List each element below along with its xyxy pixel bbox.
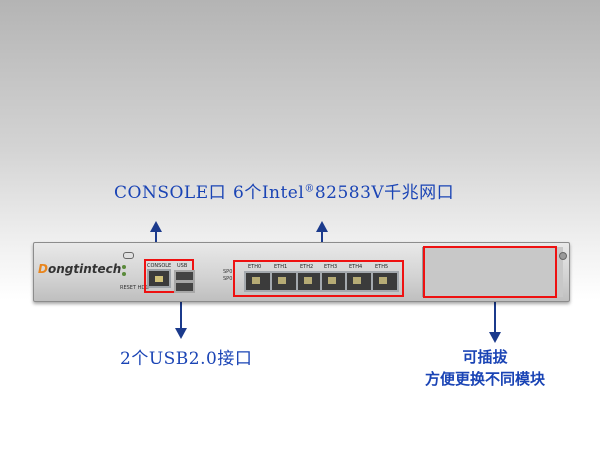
console-port-label: CONSOLE <box>147 263 172 269</box>
reset-hdd-label: RESET HDD <box>120 285 150 291</box>
arrow-down-icon <box>175 328 187 339</box>
ethernet-caption-prefix: 6个Intel <box>233 183 305 203</box>
eth-port-0[interactable] <box>244 271 272 292</box>
console-port-caption: CONSOLE口 <box>114 183 227 203</box>
eth-label: ETH1 <box>274 264 288 270</box>
usb-port-2[interactable] <box>174 281 195 293</box>
arrow-up-icon <box>316 221 328 232</box>
console-port[interactable] <box>147 269 171 288</box>
ethernet-highlight <box>233 260 404 297</box>
module-caption-line2: 方便更换不同模块 <box>424 370 545 388</box>
module-highlight <box>423 246 557 298</box>
arrow-line <box>180 294 182 329</box>
ethernet-ports-caption: 6个Intel®82583V千兆网口 <box>233 178 454 203</box>
sp-label: SP0 <box>223 276 233 282</box>
lock-hole-icon <box>123 252 134 259</box>
eth-port-4[interactable] <box>345 271 373 292</box>
eth-label: ETH4 <box>349 264 363 270</box>
eth-port-5[interactable] <box>371 271 399 292</box>
arrow-down-icon <box>489 332 501 343</box>
status-leds <box>122 265 126 279</box>
sp-label: SP0 <box>223 269 233 275</box>
eth-port-1[interactable] <box>270 271 298 292</box>
eth-label: ETH5 <box>375 264 389 270</box>
usb-ports-caption: 2个USB2.0接口 <box>120 349 253 369</box>
arrow-line <box>494 300 496 333</box>
ethernet-caption-suffix: 82583V千兆网口 <box>314 183 455 203</box>
expansion-module-bay[interactable] <box>422 247 567 297</box>
eth-port-2[interactable] <box>296 271 324 292</box>
port-contact-icon <box>155 276 163 282</box>
eth-label: ETH3 <box>324 264 338 270</box>
eth-port-3[interactable] <box>320 271 348 292</box>
led-icon <box>122 272 126 276</box>
eth-label: ETH0 <box>248 264 262 270</box>
registered-mark: ® <box>304 183 315 195</box>
brand-logo: Dongtintech <box>38 262 122 276</box>
led-icon <box>122 265 126 269</box>
module-caption: 可插拔 方便更换不同模块 <box>395 346 575 390</box>
eth-label: ETH2 <box>300 264 314 270</box>
network-appliance-front-panel: Dongtintech RESET HDD CONSOLE USB SP0 SP… <box>33 242 570 302</box>
usb-port-label: USB <box>177 263 188 269</box>
screw-icon <box>559 252 567 260</box>
arrow-up-icon <box>150 221 162 232</box>
module-caption-line1: 可插拔 <box>462 348 508 366</box>
